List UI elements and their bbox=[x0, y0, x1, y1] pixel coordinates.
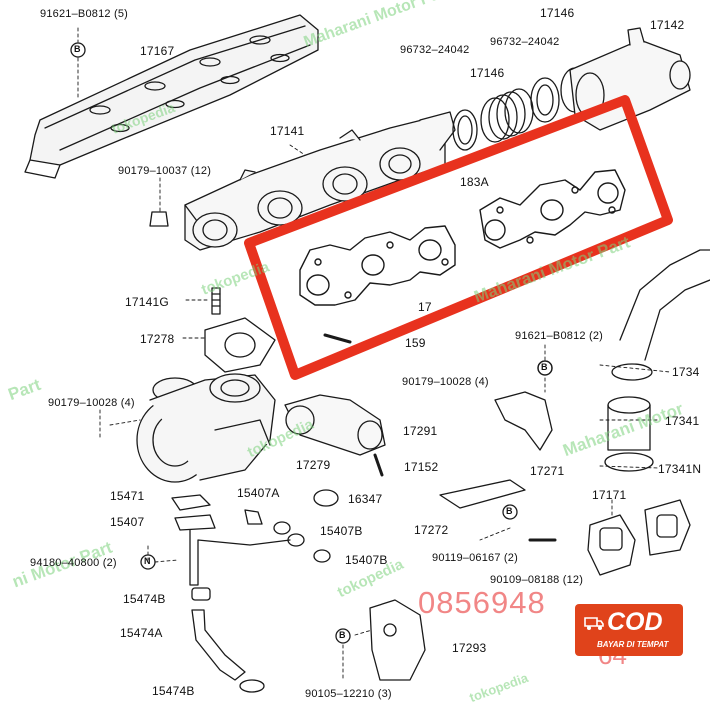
part-label: 96732–24042 bbox=[490, 36, 560, 48]
exhaust-pipe bbox=[604, 249, 710, 472]
cod-title: COD bbox=[607, 608, 663, 636]
support-plate bbox=[439, 479, 557, 542]
part-label: 15407B bbox=[320, 524, 363, 538]
part-label: 17141G bbox=[125, 295, 169, 309]
part-label: 17271 bbox=[530, 464, 565, 478]
part-label: 15474A bbox=[120, 626, 163, 640]
heat-insulator bbox=[24, 14, 319, 179]
callout-markers bbox=[70, 42, 553, 644]
part-label: 17341 bbox=[665, 414, 700, 428]
part-label: 90105–12210 (3) bbox=[305, 688, 392, 700]
part-label: 17341N bbox=[658, 462, 702, 476]
flange-gaskets bbox=[587, 499, 691, 576]
oil-lines bbox=[171, 489, 339, 693]
part-label: 16347 bbox=[348, 492, 383, 506]
exhaust-manifold bbox=[184, 111, 456, 251]
part-label: 17167 bbox=[140, 44, 175, 58]
part-label: 17146 bbox=[470, 66, 505, 80]
part-label: 159 bbox=[405, 336, 426, 350]
part-label: 15471 bbox=[110, 489, 145, 503]
callout-letter: B bbox=[339, 630, 346, 640]
studs-nuts bbox=[149, 211, 352, 344]
part-label: 183A bbox=[460, 175, 489, 189]
part-label: 90179–10028 (4) bbox=[48, 397, 135, 409]
manifold-bracket bbox=[369, 599, 426, 681]
callout-letter: N bbox=[144, 556, 151, 566]
part-label: 17 bbox=[418, 300, 432, 314]
cod-subtitle: BAYAR DI TEMPAT bbox=[597, 640, 669, 649]
turbocharger bbox=[136, 373, 276, 483]
highlight-box bbox=[244, 95, 673, 380]
phone-watermark: 0856948 bbox=[418, 585, 546, 620]
part-label: 1734 bbox=[672, 365, 700, 379]
part-label: 17272 bbox=[414, 523, 449, 537]
delivery-icon bbox=[584, 617, 604, 630]
part-label: 90109–08188 (12) bbox=[490, 574, 584, 586]
part-label: 96732–24042 bbox=[400, 44, 470, 56]
part-label: 15474B bbox=[123, 592, 166, 606]
part-label: 94180–40800 (2) bbox=[30, 557, 117, 569]
part-label: 90119–06167 (2) bbox=[432, 552, 518, 564]
part-label: 17291 bbox=[403, 424, 438, 438]
part-label: 17142 bbox=[650, 18, 685, 32]
part-label: 17152 bbox=[404, 460, 439, 474]
part-label: 17146 bbox=[540, 6, 575, 20]
part-label: 17278 bbox=[140, 332, 175, 346]
part-label: 90179–10028 (4) bbox=[402, 376, 489, 388]
part-label: 15474B bbox=[152, 684, 195, 698]
manifold-gaskets bbox=[299, 169, 626, 306]
turbo-gasket bbox=[204, 317, 276, 373]
part-label: 91621–B0812 (5) bbox=[40, 8, 129, 20]
part-label: 91621–B0812 (2) bbox=[515, 330, 604, 342]
callout-letter: B bbox=[74, 44, 81, 54]
part-label: 15407B bbox=[345, 553, 388, 567]
part-label: 17141 bbox=[270, 124, 305, 138]
part-label: 15407 bbox=[110, 515, 145, 529]
exhaust-elbow bbox=[284, 394, 386, 477]
callout-letter: B bbox=[541, 362, 548, 372]
callout-letter: B bbox=[506, 506, 513, 516]
part-label: 15407A bbox=[237, 486, 280, 500]
part-label: 17279 bbox=[296, 458, 331, 472]
part-label: 17293 bbox=[452, 641, 487, 655]
part-label: 17171 bbox=[592, 488, 627, 502]
part-label: 90179–10037 (12) bbox=[118, 165, 212, 177]
cod-badge: COD BAYAR DI TEMPAT bbox=[575, 604, 683, 656]
